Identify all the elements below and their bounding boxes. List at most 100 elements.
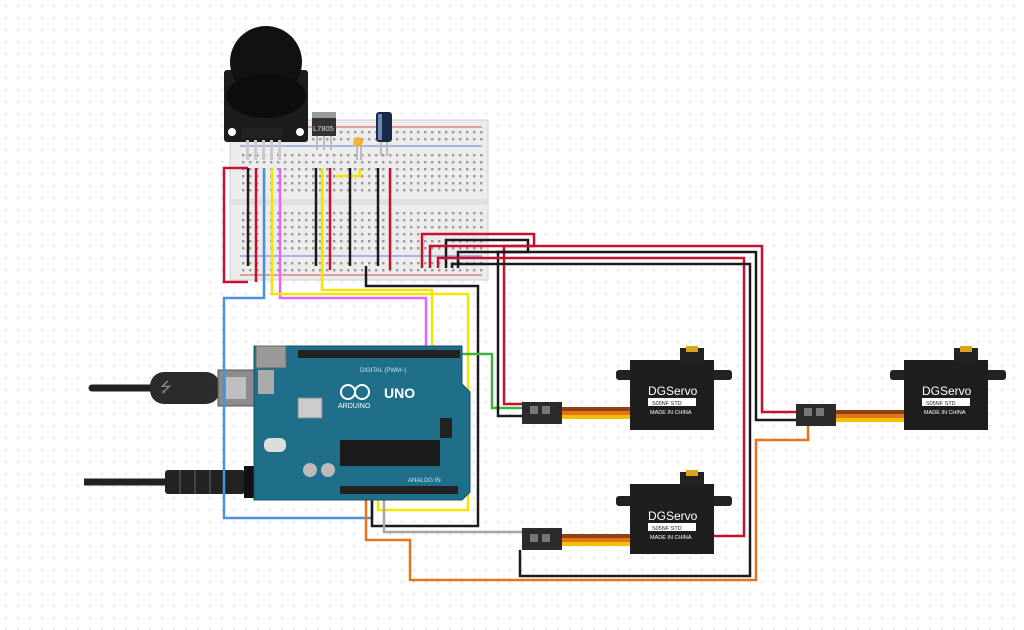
breadboard-hole [284, 212, 287, 215]
breadboard-hole [347, 189, 350, 192]
breadboard-hole [375, 189, 378, 192]
breadboard-hole [480, 154, 483, 157]
breadboard-hole [452, 189, 455, 192]
breadboard-hole [361, 182, 364, 185]
breadboard-hole [417, 233, 420, 236]
breadboard-hole [277, 189, 280, 192]
breadboard-hole [389, 154, 392, 157]
servo-2-connector [522, 528, 632, 550]
breadboard-hole [417, 219, 420, 222]
breadboard-hole [277, 212, 280, 215]
breadboard-hole [340, 226, 343, 229]
breadboard-hole [284, 219, 287, 222]
breadboard-hole [424, 154, 427, 157]
breadboard-hole [438, 212, 441, 215]
breadboard-hole [284, 269, 287, 272]
breadboard-hole [396, 138, 399, 141]
breadboard-hole [382, 233, 385, 236]
breadboard-hole [326, 233, 329, 236]
breadboard-hole [459, 131, 462, 134]
breadboard-hole [298, 233, 301, 236]
breadboard-hole [368, 262, 371, 265]
reset-button [255, 345, 287, 369]
breadboard-hole [375, 233, 378, 236]
breadboard-hole [305, 168, 308, 171]
breadboard-hole [242, 269, 245, 272]
breadboard-hole [403, 262, 406, 265]
breadboard-hole [256, 154, 259, 157]
breadboard-hole [445, 131, 448, 134]
breadboard-hole [410, 269, 413, 272]
breadboard-hole [431, 269, 434, 272]
breadboard-hole [473, 189, 476, 192]
breadboard-hole [277, 262, 280, 265]
breadboard-hole [312, 189, 315, 192]
breadboard-hole [389, 161, 392, 164]
breadboard-hole [291, 189, 294, 192]
breadboard-hole [403, 189, 406, 192]
breadboard-hole [347, 154, 350, 157]
breadboard-hole [347, 240, 350, 243]
breadboard-hole [319, 226, 322, 229]
breadboard-hole [480, 189, 483, 192]
breadboard-hole [333, 175, 336, 178]
servo-3-origin: MADE IN CHINA [924, 410, 966, 416]
breadboard-hole [305, 212, 308, 215]
breadboard-hole [368, 138, 371, 141]
breadboard-hole [361, 240, 364, 243]
breadboard-hole [396, 131, 399, 134]
breadboard-hole [452, 212, 455, 215]
breadboard-hole [473, 138, 476, 141]
breadboard-hole [249, 175, 252, 178]
breadboard-hole [249, 269, 252, 272]
breadboard-hole [340, 262, 343, 265]
breadboard-hole [242, 182, 245, 185]
breadboard-hole [354, 154, 357, 157]
servo-1: DGServo S05NF STD MADE IN CHINA [616, 346, 732, 430]
breadboard-hole [284, 161, 287, 164]
breadboard-hole [368, 233, 371, 236]
breadboard-hole [347, 269, 350, 272]
breadboard-hole [396, 154, 399, 157]
breadboard-hole [424, 182, 427, 185]
breadboard-hole [277, 226, 280, 229]
breadboard-hole [466, 154, 469, 157]
breadboard-hole [417, 182, 420, 185]
breadboard-hole [445, 189, 448, 192]
breadboard-hole [410, 226, 413, 229]
breadboard-hole [389, 269, 392, 272]
breadboard-hole [249, 240, 252, 243]
usb-symbol-icon: ⭍ [160, 379, 172, 395]
breadboard-hole [249, 212, 252, 215]
breadboard-hole [249, 189, 252, 192]
breadboard-hole [354, 219, 357, 222]
breadboard-hole [354, 262, 357, 265]
breadboard-hole [242, 233, 245, 236]
breadboard-hole [333, 247, 336, 250]
breadboard-hole [319, 168, 322, 171]
breadboard-hole [452, 175, 455, 178]
breadboard-hole [312, 269, 315, 272]
breadboard-hole [417, 212, 420, 215]
breadboard-hole [242, 161, 245, 164]
breadboard-hole [312, 247, 315, 250]
breadboard-hole [459, 212, 462, 215]
breadboard-hole [291, 240, 294, 243]
breadboard-hole [410, 138, 413, 141]
breadboard-hole [466, 175, 469, 178]
breadboard-hole [424, 189, 427, 192]
breadboard-hole [319, 161, 322, 164]
breadboard-hole [312, 175, 315, 178]
breadboard-hole [305, 219, 308, 222]
breadboard-hole [424, 269, 427, 272]
breadboard-hole [417, 175, 420, 178]
breadboard-hole [466, 226, 469, 229]
breadboard-hole [249, 233, 252, 236]
breadboard-hole [326, 212, 329, 215]
joystick-pins [246, 140, 281, 160]
breadboard-hole [277, 161, 280, 164]
breadboard-hole [431, 175, 434, 178]
breadboard-hole [298, 189, 301, 192]
breadboard-hole [361, 226, 364, 229]
breadboard-hole [368, 189, 371, 192]
